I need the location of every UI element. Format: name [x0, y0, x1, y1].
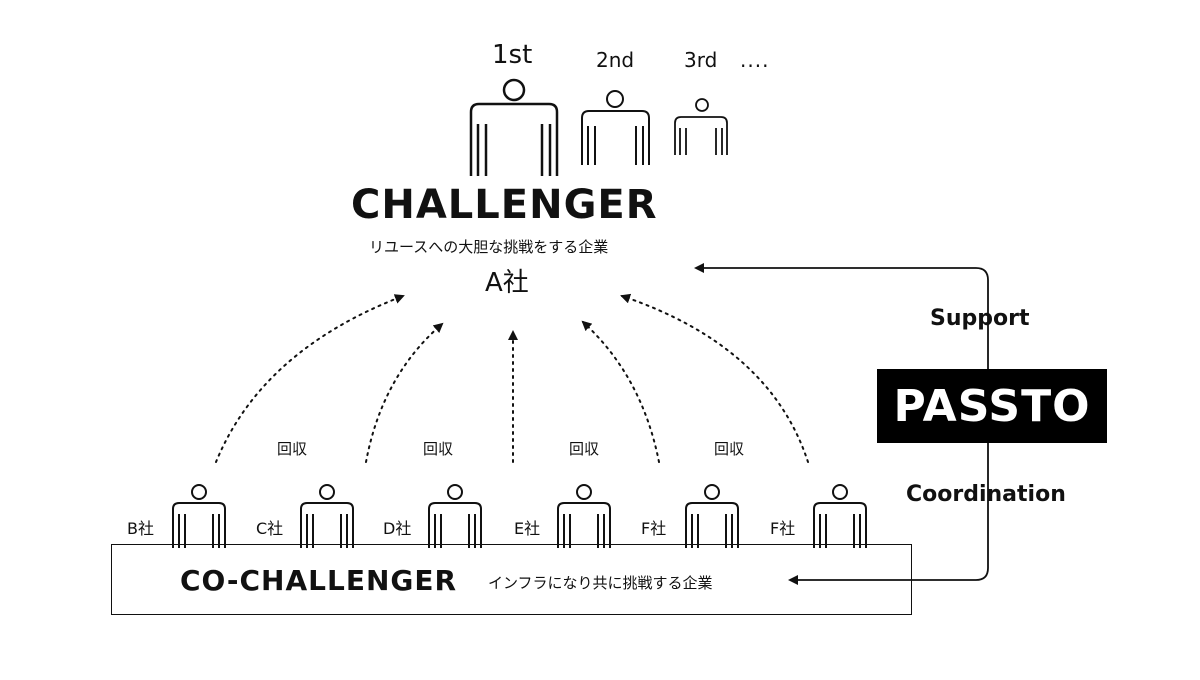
passto-box: PASSTO	[877, 369, 1107, 443]
co-company-label: D社	[383, 519, 412, 538]
challenger-company: A社	[485, 268, 529, 298]
collection-label: 回収	[714, 440, 745, 458]
rank-label-ellipsis: ....	[740, 48, 770, 72]
co-challenger-figure-e	[557, 484, 611, 548]
co-company-label: B社	[127, 519, 154, 538]
co-company-label: E社	[514, 519, 541, 538]
collection-label: 回収	[423, 440, 454, 458]
challenger-figure-2nd	[581, 90, 650, 165]
challenger-figure-1st	[469, 78, 559, 176]
co-challenger-title: CO-CHALLENGER	[180, 564, 458, 597]
collection-label: 回収	[277, 440, 308, 458]
flow-arrow-5	[620, 293, 809, 463]
co-challenger-figure-c	[300, 484, 354, 548]
collection-label: 回収	[569, 440, 600, 458]
support-arrow	[694, 263, 989, 369]
co-company-label: C社	[256, 519, 284, 538]
co-challenger-box	[111, 544, 912, 615]
co-challenger-subtitle: インフラになり共に挑戦する企業	[488, 574, 713, 592]
rank-label-1st: 1st	[492, 40, 533, 70]
co-challenger-figure-f1	[685, 484, 739, 548]
co-company-label: F社	[770, 519, 796, 538]
co-company-label: F社	[641, 519, 667, 538]
co-challenger-figure-f2	[813, 484, 867, 548]
support-label: Support	[930, 306, 1030, 331]
co-challenger-figure-b	[172, 484, 226, 548]
challenger-title: CHALLENGER	[351, 182, 658, 228]
co-challenger-figure-d	[428, 484, 482, 548]
rank-label-3rd: 3rd	[684, 48, 718, 72]
coordination-label: Coordination	[906, 482, 1066, 507]
challenger-figure-3rd	[674, 98, 728, 155]
challenger-subtitle: リユースへの大胆な挑戦をする企業	[369, 238, 609, 256]
flow-arrow-2	[365, 322, 444, 463]
passto-label: PASSTO	[893, 380, 1091, 432]
flow-arrow-1	[215, 294, 405, 463]
coordination-arrow	[788, 443, 989, 585]
rank-label-2nd: 2nd	[596, 48, 635, 72]
